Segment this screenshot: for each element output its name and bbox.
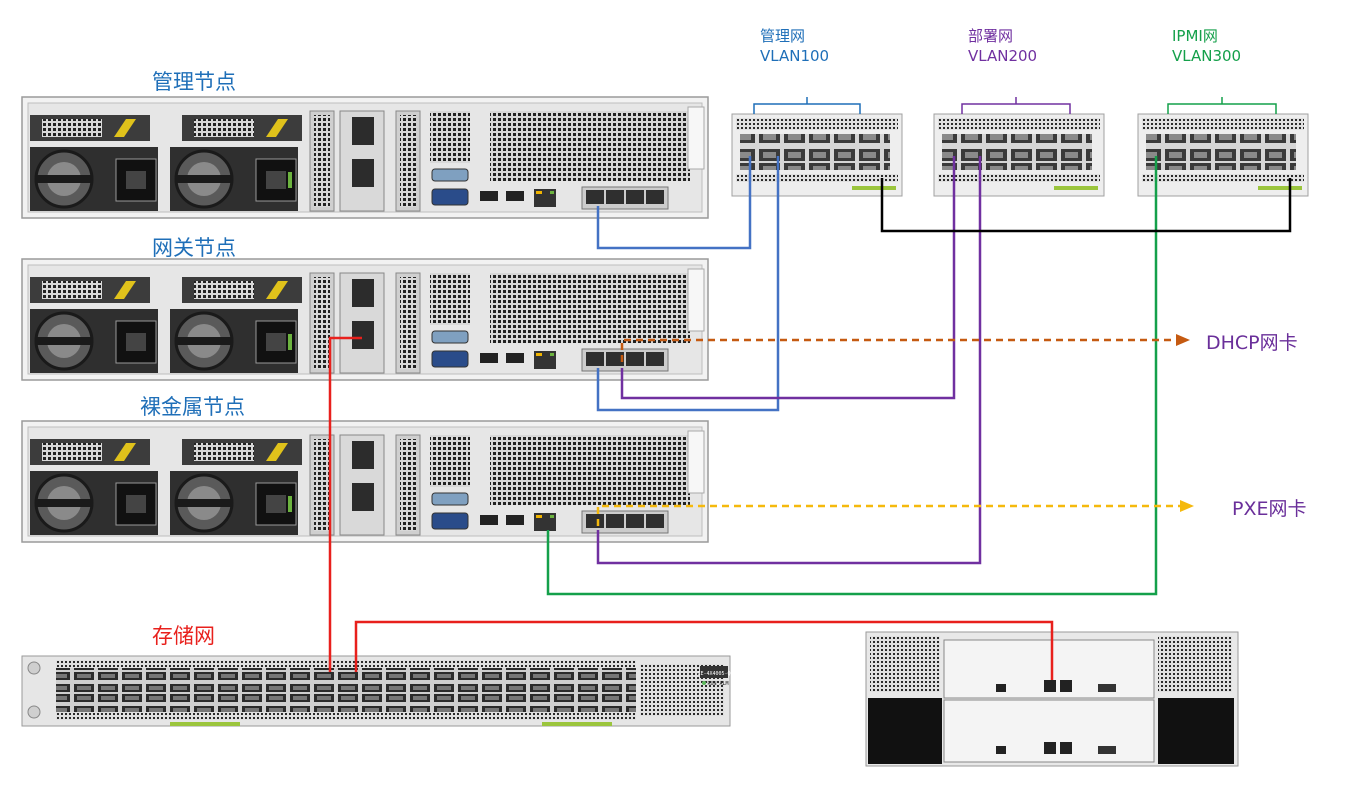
server-gateway: [20, 257, 710, 382]
dhcp-arrowhead: [1176, 334, 1190, 346]
deploy-switch-vlan: VLAN200: [968, 47, 1038, 65]
link-baremetal-ipmi: [546, 156, 1158, 596]
deploy-switch-name: 部署网: [968, 27, 1014, 45]
link-pxe-nic: [596, 504, 1180, 526]
pxe-arrowhead: [1180, 500, 1194, 512]
server-baremetal: [20, 419, 710, 544]
bracket-deploy: [961, 97, 1071, 114]
link-switch-interconnect: [880, 178, 1292, 233]
label-deploy-switch: 部署网 VLAN200: [968, 26, 1037, 66]
link-gateway-to-deploy-switch: [620, 156, 956, 400]
link-storage-enclosure: [354, 620, 1054, 680]
ipmi-switch-name: IPMI网: [1172, 27, 1218, 45]
mgmt-switch-vlan: VLAN100: [760, 47, 830, 65]
server-management: [20, 95, 710, 220]
mgmt-switch-name: 管理网: [760, 27, 806, 45]
link-mgmt-node-to-mgmt-switch: [596, 156, 752, 250]
storage-switch-indicator: RUN ALM: [707, 681, 728, 687]
bracket-mgmt: [753, 97, 861, 114]
storage-switch: CE-4X4005-Q RUN ALM: [21, 655, 731, 727]
link-storage-gateway: [328, 336, 362, 672]
label-baremetal-node: 裸金属节点: [140, 395, 245, 419]
bracket-ipmi: [1167, 97, 1277, 114]
link-gateway-to-mgmt-switch: [596, 156, 780, 412]
label-dhcp-nic: DHCP网卡: [1206, 332, 1298, 354]
label-mgmt-switch: 管理网 VLAN100: [760, 26, 829, 66]
link-baremetal-to-deploy-switch: [596, 156, 982, 565]
switch-mgmt: [731, 113, 903, 197]
ipmi-switch-vlan: VLAN300: [1172, 47, 1242, 65]
switch-ipmi: [1137, 113, 1309, 197]
label-pxe-nic: PXE网卡: [1232, 498, 1307, 520]
label-storage-network: 存储网: [152, 624, 215, 648]
label-management-node: 管理节点: [152, 70, 236, 94]
switch-deploy: [933, 113, 1105, 197]
label-gateway-node: 网关节点: [152, 236, 236, 260]
label-ipmi-switch: IPMI网 VLAN300: [1172, 26, 1241, 66]
storage-switch-model: CE-4X4005-Q: [697, 671, 730, 677]
